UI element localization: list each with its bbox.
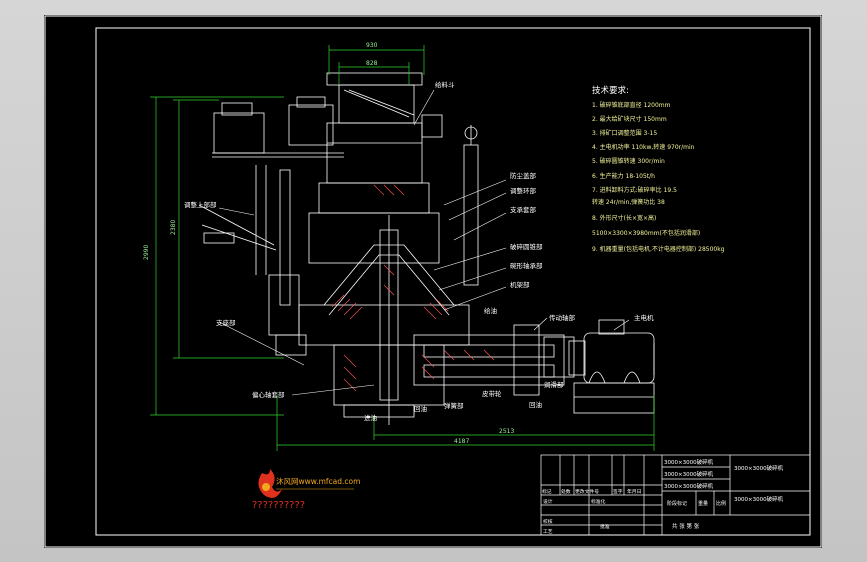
label-oil-in: 给油 <box>484 306 497 315</box>
header-file: 更改文件号 <box>575 488 599 495</box>
title-row-3: 3000×3000破碎机 <box>664 482 714 490</box>
tech-item-6: 6. 生产能力 18-105t/h <box>592 172 655 180</box>
dim-top-inner: 828 <box>366 60 378 67</box>
header-date: 年月日 <box>627 488 641 495</box>
header-sign: 签字 <box>613 488 623 495</box>
section-hatching <box>331 184 495 392</box>
cell-stage: 阶段标记 <box>667 500 687 507</box>
label-lube: 润滑部 <box>544 380 564 389</box>
dim-bottom-right: 2513 <box>499 428 514 435</box>
tech-title: 技术要求: <box>592 85 629 96</box>
title-block <box>540 454 811 536</box>
tech-item-8b: 5100×3300×3980mm(不包括润滑部) <box>592 229 700 237</box>
outer-border <box>44 15 822 548</box>
assembly-drawing: 930 828 2990 2380 2513 4187 给料斗 防尘盖部 调整环… <box>44 15 822 548</box>
label-support-seat: 支承套部 <box>510 205 537 214</box>
component-labels: 给料斗 防尘盖部 调整环部 支承套部 调整上部部 破碎圆锥部 碗形轴承部 机架部… <box>184 80 654 422</box>
label-feed-pipe: 进油 <box>364 413 377 422</box>
dimension-texts: 930 828 2990 2380 2513 4187 <box>143 42 514 445</box>
header-count: 处数 <box>561 488 571 495</box>
crusher-cross-section <box>198 72 655 425</box>
label-rack: 支座部 <box>216 318 236 327</box>
tech-item-2: 2. 最大给矿块尺寸 150mm <box>592 115 667 123</box>
label-return-oil: 回油 <box>529 400 542 409</box>
row-check: 校核 <box>543 518 553 525</box>
label-bowl-bearing: 碗形轴承部 <box>510 261 543 270</box>
label-eccentric: 偏心轴套部 <box>252 390 285 399</box>
label-spring: 弹簧部 <box>444 401 464 410</box>
label-main-motor: 主电机 <box>634 313 654 322</box>
leader-lines <box>218 89 630 396</box>
cell-scale: 比例 <box>716 500 726 507</box>
dim-top-outer: 930 <box>366 42 378 49</box>
title-side-top: 3000×3000破碎机 <box>734 464 784 472</box>
label-frame: 机架部 <box>510 280 530 289</box>
tech-item-4: 4. 主电机功率 110kw,转速 970r/min <box>592 143 695 151</box>
flame-core-icon <box>262 483 270 491</box>
row-design: 设计 <box>543 498 553 505</box>
title-block-texts: 3000×3000破碎机 3000×3000破碎机 3000×3000破碎机 3… <box>542 458 784 535</box>
cell-approve: 批准 <box>600 523 610 530</box>
cell-sheet: 共 张 第 张 <box>672 522 700 530</box>
inner-border <box>95 27 811 536</box>
title-side-bottom: 3000×3000破碎机 <box>734 495 784 503</box>
label-crush-wall: 破碎圆锥部 <box>510 242 543 251</box>
header-mark: 标记 <box>542 488 552 495</box>
tech-item-9: 9. 机器重量(包括电机,不计电器控制部) 28500kg <box>592 245 725 253</box>
label-adjust-ring: 调整环部 <box>510 186 537 195</box>
cell-weight: 重量 <box>698 500 708 507</box>
logo-top-text: 沐风网www.mfcad.com <box>276 476 360 486</box>
tech-item-3: 3. 排矿口调整范围 3-15 <box>592 129 657 137</box>
label-transmission: 传动轴部 <box>549 313 576 322</box>
title-row-1: 3000×3000破碎机 <box>664 458 714 466</box>
label-belt-wheel: 皮带轮 <box>482 389 502 398</box>
dim-bottom-total: 4187 <box>454 438 469 445</box>
tech-item-5: 5. 破碎圆锥转速 300r/min <box>592 157 665 165</box>
title-row-2: 3000×3000破碎机 <box>664 470 714 478</box>
label-dust-cover: 防尘盖部 <box>510 171 537 180</box>
watermark-logo: 沐风网www.mfcad.com ?????????? <box>252 469 360 511</box>
dim-height-inner: 2380 <box>170 220 177 235</box>
tech-item-7b: 转速 24r/min,弹簧功比 38 <box>592 198 665 206</box>
dimension-lines <box>150 45 655 451</box>
dim-height-left: 2990 <box>143 245 150 260</box>
technical-requirements: 技术要求: 1. 破碎锥底部直径 1200mm 2. 最大给矿块尺寸 150mm… <box>592 85 725 253</box>
row-standard: 标准化 <box>591 498 606 505</box>
drawing-canvas[interactable]: 930 828 2990 2380 2513 4187 给料斗 防尘盖部 调整环… <box>44 15 822 548</box>
flame-icon <box>258 469 282 498</box>
tech-item-1: 1. 破碎锥底部直径 1200mm <box>592 101 671 109</box>
tech-item-7: 7. 进料卸料方式:破碎率比 19.5 <box>592 186 677 194</box>
logo-bottom-text: ?????????? <box>252 500 305 511</box>
label-oil-out: 回油 <box>414 404 427 413</box>
label-feed-hopper: 给料斗 <box>435 80 455 89</box>
tech-item-8: 8. 外形尺寸(长×宽×高) <box>592 214 656 222</box>
row-process: 工艺 <box>543 529 553 535</box>
label-adjust-cap: 调整上部部 <box>184 200 217 209</box>
